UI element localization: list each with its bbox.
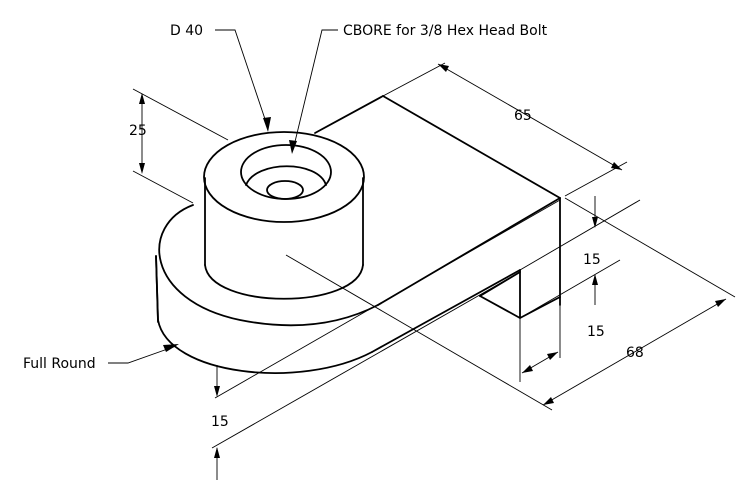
boss-height-arrow-bottom	[139, 163, 145, 174]
base-round-bottom	[155, 255, 373, 374]
slot-arrow-top	[592, 217, 598, 228]
block-top-edge	[382, 95, 561, 199]
cbore-arrowhead	[289, 140, 297, 154]
base-round-left-edge	[155, 255, 159, 323]
base-arrow-bottom	[214, 447, 220, 458]
counterbore-label: CBORE for 3/8 Hex Head Bolt	[343, 23, 548, 39]
boss-height-label: 25	[129, 123, 147, 139]
length-arrow-left	[438, 64, 449, 72]
length-ext-left	[382, 62, 446, 97]
base-round-top	[158, 204, 379, 327]
d40-leader	[215, 29, 269, 129]
cbore-leader	[292, 29, 338, 151]
width-label: 68	[626, 345, 644, 361]
d40-arrowhead	[263, 117, 271, 132]
base-bottom-edge	[371, 269, 521, 353]
boss-height-arrow-top	[139, 93, 145, 104]
base-ext-upper	[214, 199, 561, 399]
hole-ellipse	[266, 180, 304, 200]
counterbore-inner-arc	[245, 165, 327, 186]
hole-diameter-label: D 40	[170, 23, 203, 39]
boss-bottom-arc	[204, 264, 364, 300]
width-ext-top	[564, 197, 736, 298]
dimension-lines	[108, 29, 736, 480]
slot-depth-label: 15	[583, 252, 601, 268]
dimension-labels: D 40 CBORE for 3/8 Hex Head Bolt Full Ro…	[23, 23, 644, 430]
counterbore-ellipse	[240, 144, 332, 200]
slot-height-arrow-b	[547, 352, 558, 360]
boss-height-ext-top	[132, 88, 229, 141]
part-outline	[155, 95, 561, 374]
slot-height-label: 15	[587, 324, 605, 340]
base-ext-lower	[211, 271, 521, 449]
full-round-leader	[108, 345, 177, 364]
width-dim-line	[542, 298, 727, 406]
width-arrow-top	[715, 299, 726, 307]
base-arrow-top	[214, 386, 220, 397]
slot-arrow-bottom	[592, 274, 598, 285]
length-arrow-right	[611, 162, 622, 170]
block-back-edge	[314, 95, 384, 134]
slot-ext-lower	[519, 259, 621, 319]
boss-top-ellipse	[203, 131, 365, 223]
length-dim-line	[437, 63, 623, 171]
slot-ext-upper	[519, 199, 641, 271]
length-label: 65	[514, 108, 532, 124]
boss-height-ext-bottom	[132, 170, 194, 204]
full-round-arrowhead	[163, 344, 179, 352]
width-ext-bottom	[285, 254, 553, 411]
width-arrow-bottom	[543, 397, 554, 405]
full-round-label: Full Round	[23, 356, 96, 372]
slot-height-arrow-a	[522, 365, 533, 373]
slot-floor	[479, 295, 521, 319]
base-thickness-label: 15	[211, 414, 229, 430]
